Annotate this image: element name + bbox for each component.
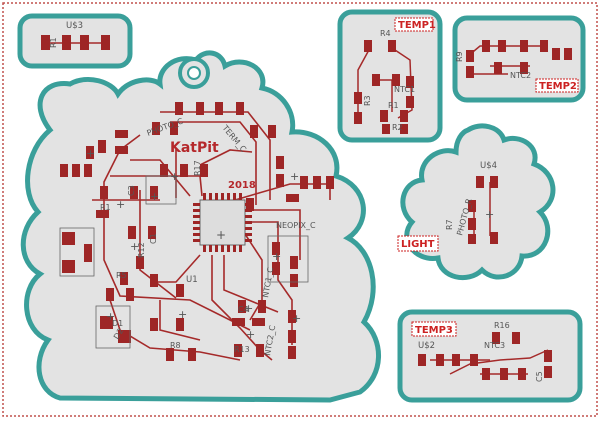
r13-label: R13 (234, 345, 250, 354)
temp1-pads (354, 40, 414, 134)
light-pads (468, 176, 498, 244)
temp3-c-label: C5 (535, 371, 544, 382)
temp2-pads (466, 40, 572, 78)
u3-board-label: U$3 (66, 21, 83, 31)
r12-label: R12 (137, 242, 146, 258)
r8-label: R8 (170, 341, 181, 350)
c3-label: C3 (127, 185, 136, 196)
temp3-u2-label: U$2 (418, 341, 435, 351)
svg-text:+: + (292, 312, 301, 325)
temp3-r16-label: R16 (494, 321, 510, 330)
u3-resistor-label: R1 (49, 37, 58, 48)
svg-text:+: + (150, 190, 159, 203)
panel-border (2, 2, 598, 417)
light-tag: LIGHT (401, 239, 435, 250)
main-silk-outlines (59, 175, 309, 349)
temp2-ntc-label: NTC2 (510, 71, 531, 80)
svg-text:+: + (485, 208, 494, 221)
svg-text:+: + (130, 240, 139, 253)
light-board-outline (400, 123, 556, 281)
temp2-tag-box (535, 78, 579, 93)
svg-text:+: + (272, 250, 281, 263)
temp3-tag-box (411, 321, 457, 337)
board-year: 2018 (228, 180, 256, 191)
temp3-pads (418, 332, 552, 380)
c1-label: C1 (149, 233, 158, 244)
polarity-marks: + + + + + + + + + + + + (86, 147, 301, 341)
main-board: + (20, 50, 381, 403)
chip-label: U1 (186, 275, 198, 285)
svg-text:+: + (216, 228, 226, 242)
u3-pad (80, 35, 89, 50)
u3-pad (62, 35, 71, 50)
u3-board: U$3 R1 (17, 13, 133, 69)
r5-label: R5 (116, 271, 127, 280)
r17-label: R17 (193, 160, 202, 176)
u3-board-outline (17, 13, 133, 69)
light-tag-box (397, 235, 439, 252)
temp2-board: R9 NTC2 TEMP2 (452, 15, 586, 103)
temp1-tag: TEMP1 (398, 20, 436, 31)
svg-text:+: + (244, 302, 253, 315)
light-r7-label: R7 (445, 219, 454, 230)
temp2-r9-label: R9 (455, 51, 464, 62)
d1-label: D1 (112, 319, 123, 328)
temp1-r4-label: R4 (380, 29, 391, 38)
svg-text:+: + (86, 147, 95, 160)
board-title: KatPit (170, 140, 219, 156)
neopix-connector-label: NEOPIX_C (276, 221, 316, 230)
light-u4-label: U$4 (480, 161, 497, 171)
main-board-pads (60, 102, 334, 361)
svg-text:+: + (178, 308, 187, 321)
temp1-r2-label: R2 (392, 123, 403, 132)
svg-text:+: + (290, 170, 299, 183)
temp1-board: TEMP1 R4 NTC1 R3 R2 R1 (337, 9, 443, 143)
u3-pad (101, 35, 110, 50)
temp2-tag: TEMP2 (539, 81, 577, 92)
hanging-hole (187, 66, 201, 80)
temp1-tag-box (394, 17, 434, 32)
temp1-ntc-label: NTC1 (394, 85, 415, 94)
temp1-r1-label: R1 (388, 101, 399, 110)
light-board: U$4 R7 PHOTO_R + LIGHT (397, 123, 556, 281)
svg-text:+: + (106, 310, 115, 323)
temp1-r3-label: R3 (363, 95, 372, 106)
temp3-board: TEMP3 U$2 R16 NTC3 C5 (397, 309, 583, 403)
svg-text:+: + (170, 170, 179, 183)
svg-text:+: + (116, 198, 125, 211)
svg-text:+: + (246, 328, 255, 341)
temp3-tag: TEMP3 (415, 325, 453, 336)
temp3-ntc-label: NTC3 (484, 341, 505, 350)
u3-pad (41, 35, 50, 50)
r1-label: R1 (100, 203, 111, 212)
c4-label: C4 (238, 305, 249, 314)
